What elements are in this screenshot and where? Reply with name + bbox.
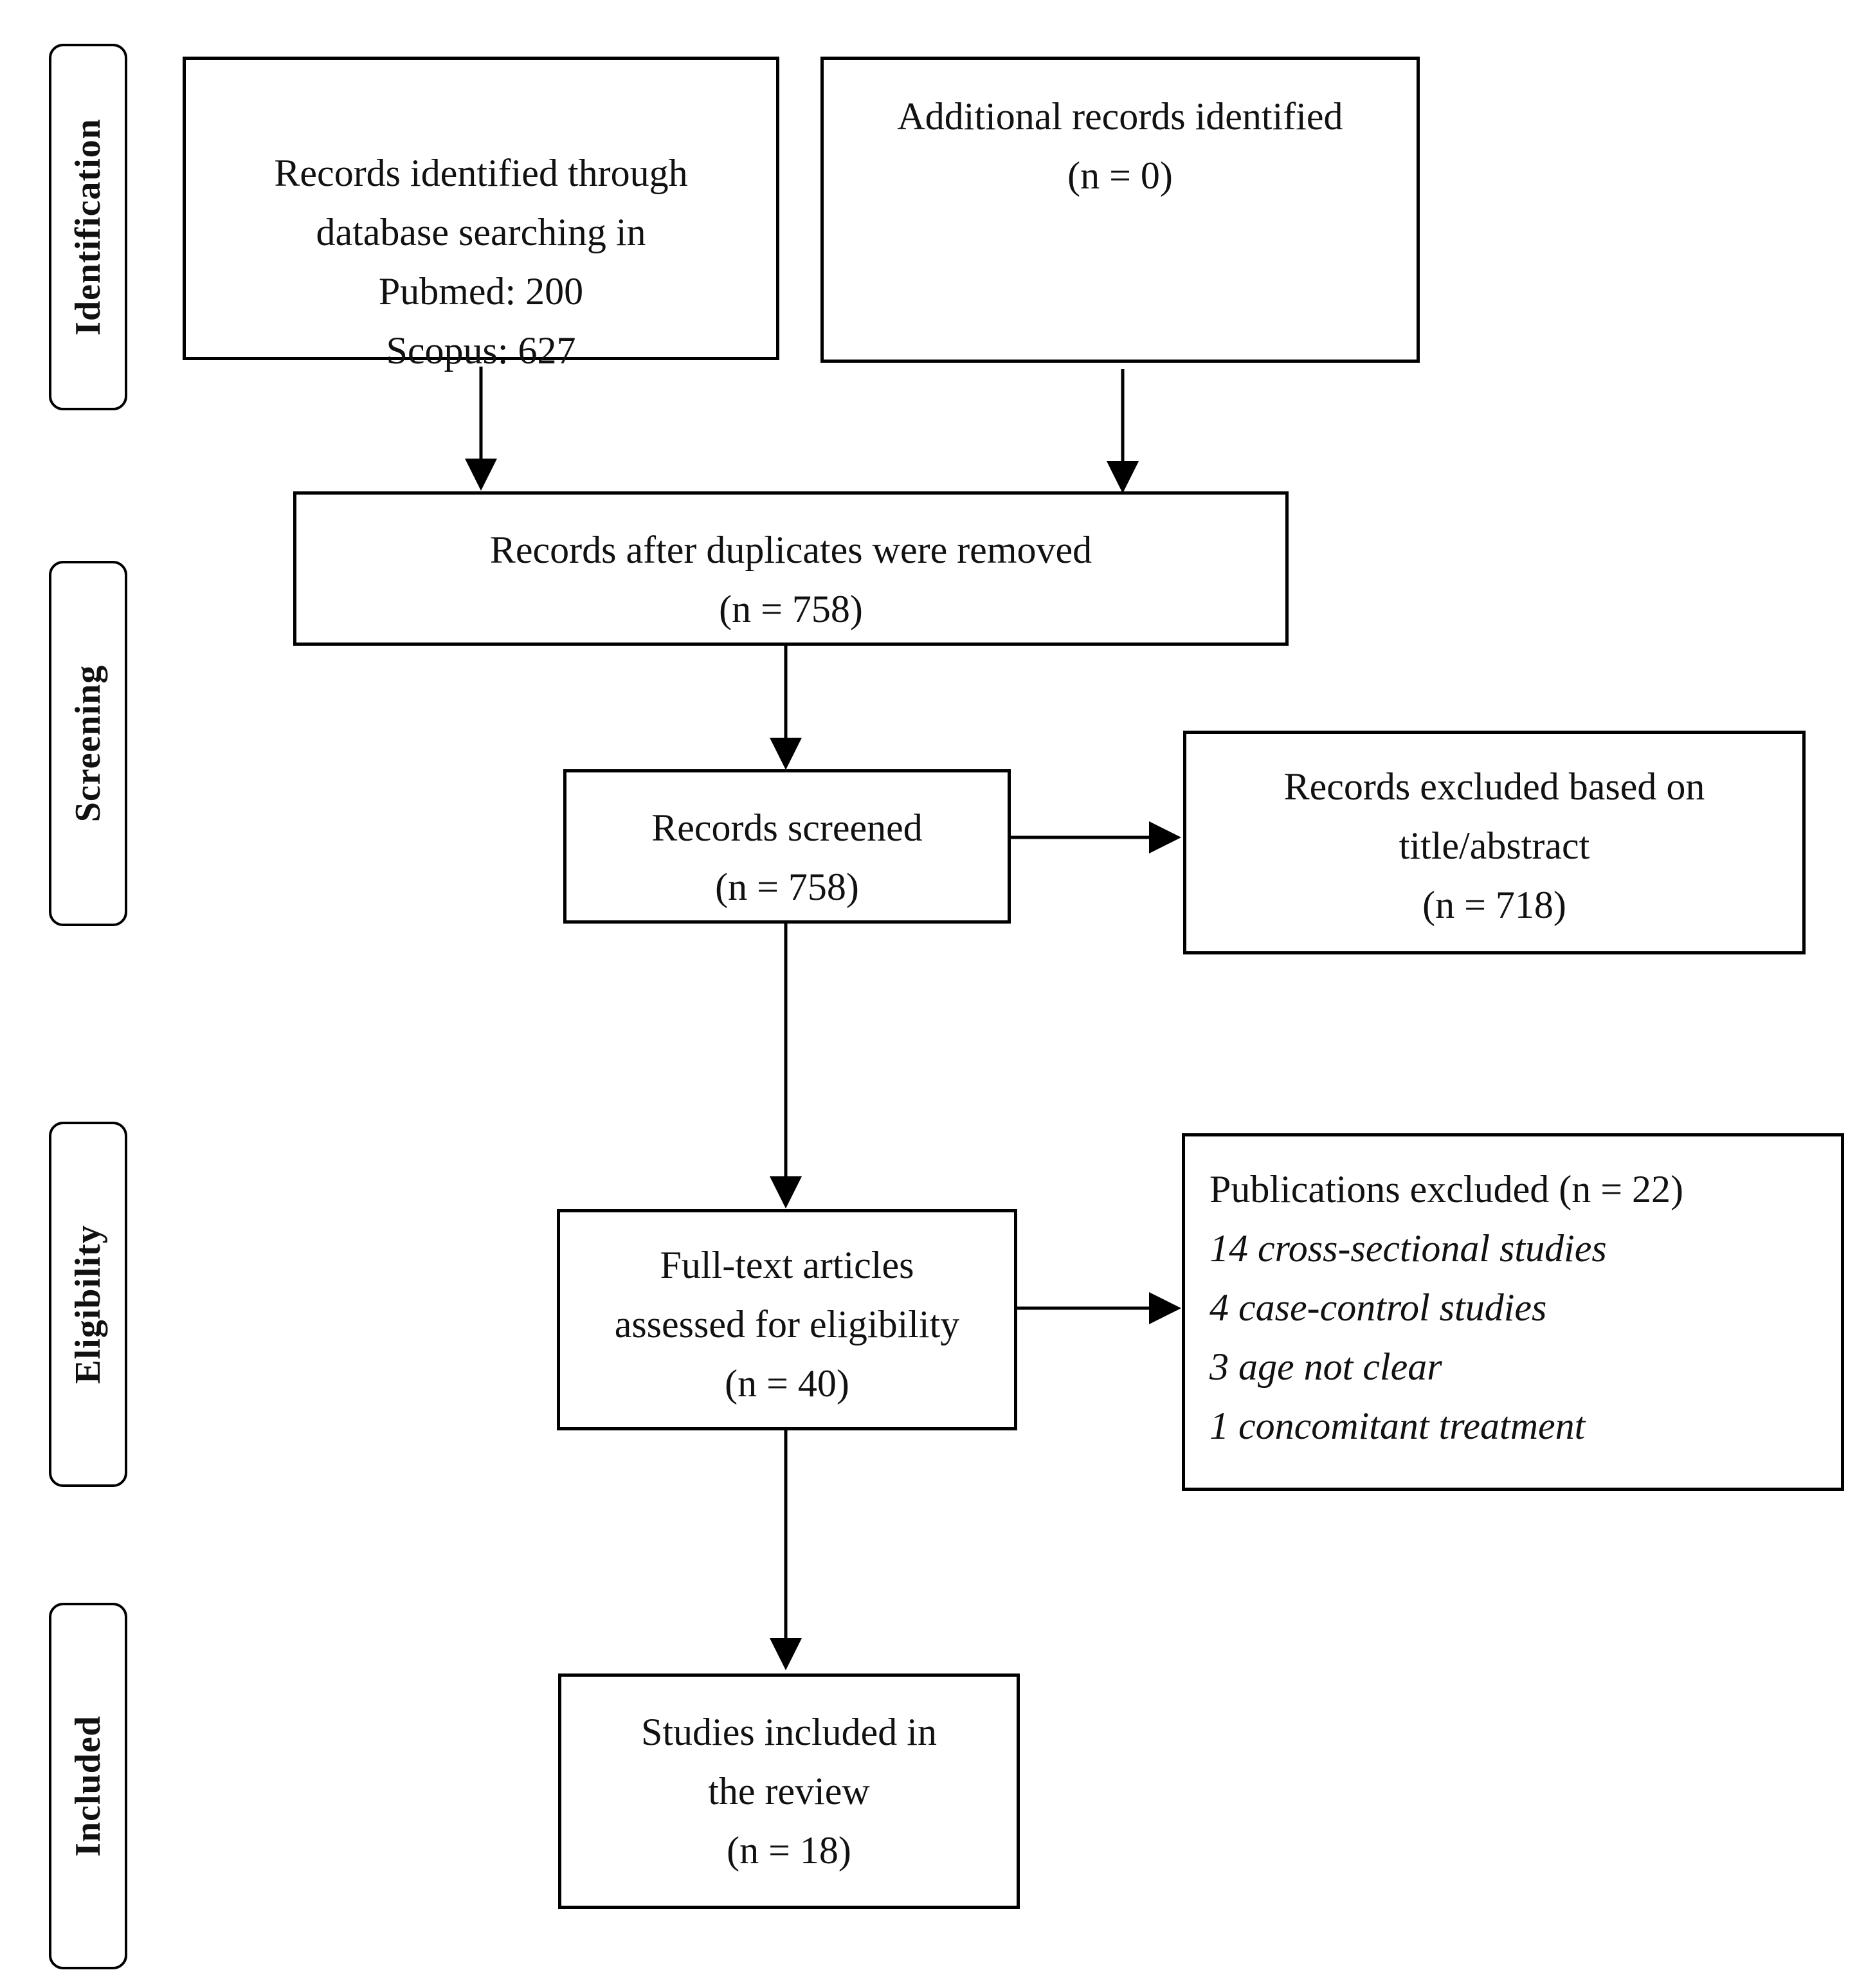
- screened-line-1: Records screened: [651, 807, 923, 849]
- stage-included-label: Included: [68, 1715, 108, 1857]
- exclusion-reason-2: 4 case-control studies: [1209, 1286, 1547, 1329]
- box-database-records: Records identified through database sear…: [183, 57, 779, 372]
- box-additional-records: Additional records identified (n = 0): [820, 57, 1420, 363]
- box-after-duplicates: Records after duplicates were removed (n…: [293, 491, 1289, 646]
- box-studies-included: Studies included in the review (n = 18): [558, 1673, 1020, 1909]
- publications-excluded-title: Publications excluded (n = 22): [1209, 1168, 1684, 1210]
- stage-eligibility-label: Eligibility: [68, 1225, 108, 1384]
- box-records-screened: Records screened (n = 758): [563, 769, 1011, 924]
- database-line-3: Pubmed: 200: [378, 270, 584, 313]
- screened-line-2: (n = 758): [715, 866, 859, 908]
- database-line-4: Scopus: 627: [386, 329, 576, 372]
- stage-included: Included: [49, 1603, 127, 1969]
- additional-line-1: Additional records identified: [897, 95, 1343, 138]
- excluded-title-line-2: title/abstract: [1399, 825, 1590, 867]
- stage-identification-label: Identification: [68, 118, 108, 336]
- excluded-title-line-1: Records excluded based on: [1283, 765, 1705, 808]
- included-line-3: (n = 18): [727, 1829, 851, 1872]
- fulltext-line-1: Full-text articles: [660, 1244, 914, 1286]
- stage-screening-label: Screening: [68, 664, 108, 823]
- included-line-2: the review: [708, 1770, 870, 1812]
- exclusion-reason-4: 1 concomitant treatment: [1209, 1405, 1586, 1447]
- duplicates-line-1: Records after duplicates were removed: [489, 529, 1092, 571]
- fulltext-line-2: assessed for eligibility: [614, 1303, 960, 1345]
- database-line-2: database searching in: [316, 211, 646, 253]
- excluded-title-line-3: (n = 718): [1422, 884, 1566, 926]
- fulltext-line-3: (n = 40): [725, 1362, 849, 1405]
- box-records-excluded-title: Records excluded based on title/abstract…: [1183, 731, 1806, 954]
- duplicates-line-2: (n = 758): [719, 588, 863, 630]
- included-line-1: Studies included in: [641, 1711, 937, 1753]
- stage-eligibility: Eligibility: [49, 1122, 127, 1487]
- stage-screening: Screening: [49, 561, 127, 926]
- exclusion-reason-1: 14 cross-sectional studies: [1209, 1227, 1607, 1270]
- database-line-1: Records identified through: [274, 152, 688, 194]
- stage-identification: Identification: [49, 44, 127, 410]
- box-fulltext-assessed: Full-text articles assessed for eligibil…: [557, 1209, 1017, 1430]
- box-publications-excluded: Publications excluded (n = 22) 14 cross-…: [1182, 1133, 1844, 1491]
- exclusion-reason-3: 3 age not clear: [1209, 1345, 1442, 1388]
- additional-line-2: (n = 0): [1067, 154, 1173, 197]
